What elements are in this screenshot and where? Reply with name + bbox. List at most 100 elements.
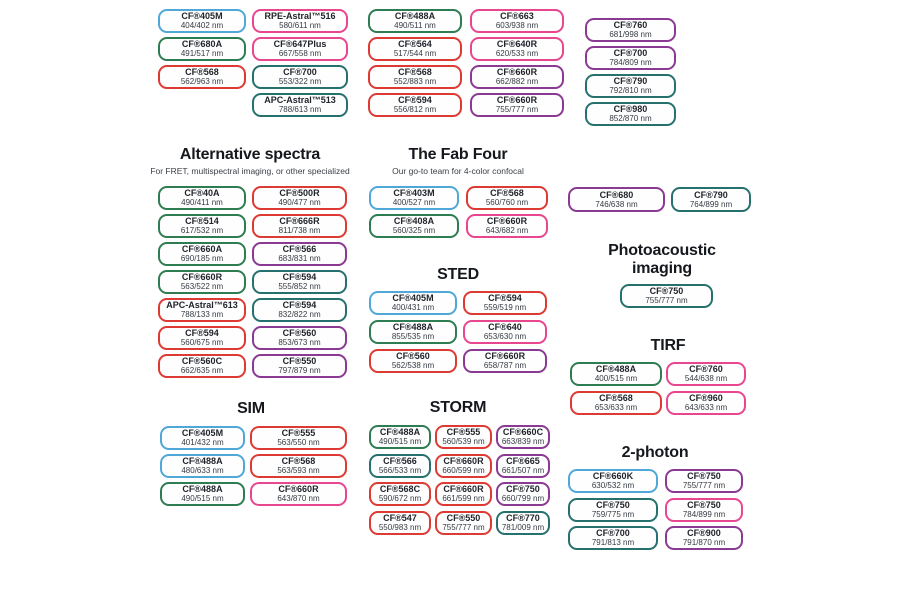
dye-name: RPE-Astral™516 [264,11,336,21]
dye-name: CF®750 [687,499,721,510]
dye-wavelengths: 400/527 nm [392,198,436,207]
dye-wavelengths: 784/899 nm [682,509,726,519]
section-title-tirf: TIRF [650,337,686,354]
dye-wavelengths: 560/539 nm [442,437,485,446]
dye-name: CF®594 [282,272,317,282]
dye-name: CF®550 [282,356,317,366]
dye-name: CF®750 [649,286,684,296]
dye-name: CF®680A [181,39,223,49]
dye-name: CF®488A [379,427,421,437]
dye-name: CF®660R [486,216,528,226]
dye-wavelengths: 580/611 nm [279,21,321,30]
dye-name: CF®660R [484,351,526,361]
dye-name: CF®700 [613,48,648,58]
dye-name: APC-Astral™513 [264,95,336,105]
dye-name: CF®405M [181,11,223,21]
section-title-sim: SIM [237,400,265,417]
dye-wavelengths: 559/519 nm [483,303,527,312]
dye-name: CF®547 [383,513,417,524]
dye-wavelengths: 653/630 nm [483,332,527,341]
dye-wavelengths: 663/839 nm [501,437,545,446]
dye-wavelengths: 690/185 nm [180,254,224,263]
dye-wavelengths: 490/511 nm [394,21,436,30]
dye-name: CF®660R [496,95,538,105]
dye-wavelengths: 855/535 nm [391,332,435,341]
dye-wavelengths: 404/402 nm [180,21,224,30]
dye-name: CF®660R [181,272,223,282]
dye-wavelengths: 832/822 nm [278,310,321,319]
dye-wavelengths: 401/432 nm [181,438,224,447]
dye-name: CF®568 [185,67,219,77]
dye-name: CF®560C [181,356,223,366]
dye-wavelengths: 480/633 nm [181,466,224,475]
dye-wavelengths: 759/775 nm [591,509,635,519]
dye-wavelengths: 563/593 nm [277,466,320,475]
dye-wavelengths: 643/682 nm [485,226,529,235]
dye-wavelengths: 491/517 nm [180,49,224,58]
dye-name: CF®900 [687,528,721,538]
dye-name: CF®750 [687,471,721,481]
dye-name: CF®568 [490,188,524,198]
dye-name: CF®760 [689,364,723,374]
dye-wavelengths: 791/813 nm [591,538,635,547]
dye-wavelengths: 755/777 nm [442,523,485,533]
dye-name: CF®500R [279,188,320,198]
dye-wavelengths: 755/777 nm [682,481,726,490]
dye-name: CF®594 [185,328,219,338]
dye-wavelengths: 560/760 nm [485,198,529,207]
dye-name: CF®660R [496,67,538,77]
dye-name: CF®405M [181,428,224,438]
dye-wavelengths: 643/633 nm [684,403,728,412]
dye-name: CF®750 [506,484,540,495]
dye-name: CF®680 [599,189,634,200]
dye-wavelengths: 755/777 nm [495,105,539,114]
section-title-storm: STORM [429,399,487,416]
dye-wavelengths: 562/538 nm [391,361,435,370]
dye-name: CF®760 [613,20,648,30]
section-title-fab-four: The Fab Four [408,146,508,163]
dye-wavelengths: 560/675 nm [180,338,224,347]
dye-wavelengths: 764/899 nm [689,199,733,209]
dye-wavelengths: 788/613 nm [278,105,322,114]
dye-wavelengths: 566/533 nm [378,465,422,475]
dye-wavelengths: 661/507 nm [501,465,545,475]
dye-name: CF®488A [394,11,436,21]
dye-name: CF®750 [596,499,630,510]
dye-wavelengths: 517/544 nm [393,49,437,58]
section-title-alternative-spectra: Alternative spectra [179,146,321,163]
